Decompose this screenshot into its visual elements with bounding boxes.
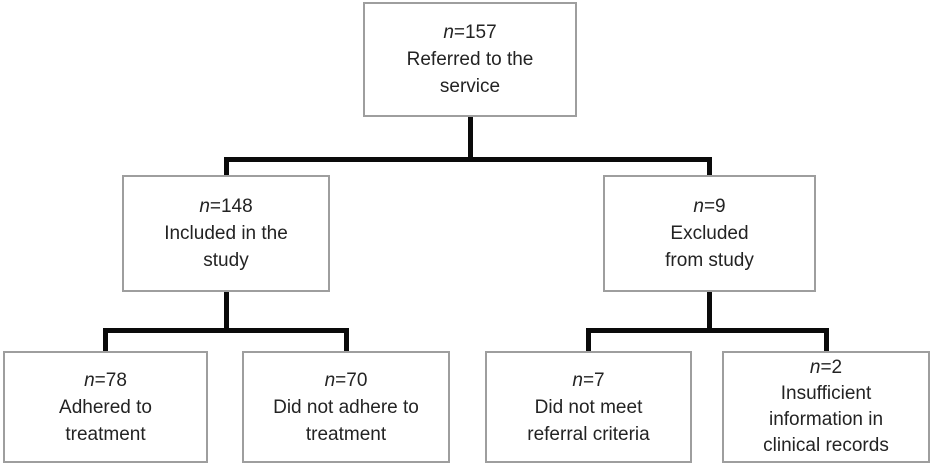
node-label-line: Included in the (164, 223, 288, 244)
n-symbol: n (809, 357, 821, 378)
connector-level1-bar (224, 157, 712, 162)
connector-drop-included (224, 157, 229, 175)
node-label-line: Insufficient (780, 383, 872, 404)
flow-node-adhered: n=78 Adhered to treatment (3, 351, 208, 463)
connector-drop-adhered (103, 328, 108, 351)
flow-node-not-meet-criteria: n=7 Did not meet referral criteria (485, 351, 692, 463)
flow-node-excluded: n=9 Excluded from study (603, 175, 816, 292)
connector-right-branch-bar (586, 328, 829, 333)
count-value: =70 (335, 369, 368, 391)
node-label-line: Excluded (670, 223, 749, 244)
n-symbol: n (199, 196, 210, 217)
count-value: =148 (209, 196, 253, 217)
node-label-line: Did not adhere to (273, 396, 419, 418)
node-label-line: study (203, 250, 249, 271)
connector-referred-stem (468, 117, 473, 162)
connector-drop-not-adhered (344, 328, 349, 351)
count-line: n=70 (325, 367, 368, 394)
count-line: n=78 (84, 367, 127, 394)
count-value: =157 (453, 22, 497, 43)
n-symbol: n (693, 196, 704, 217)
node-label-line: Referred to the (406, 49, 534, 70)
count-value: =7 (582, 369, 605, 391)
count-line: n=148 (199, 193, 252, 220)
node-label-line: treatment (65, 423, 146, 445)
count-value: =2 (820, 357, 843, 378)
connector-drop-insufficient (824, 328, 829, 351)
connector-drop-excluded (707, 157, 712, 175)
connector-drop-not-meet (586, 328, 591, 351)
count-line: n=7 (572, 367, 604, 394)
flow-node-not-adhered: n=70 Did not adhere to treatment (242, 351, 450, 463)
node-label-line: referral criteria (527, 423, 650, 445)
n-symbol: n (443, 22, 454, 43)
count-line: n=2 (810, 355, 842, 381)
count-value: =78 (94, 369, 127, 391)
node-label-line: treatment (305, 423, 387, 445)
connector-left-branch-bar (103, 328, 349, 333)
n-symbol: n (84, 369, 95, 391)
flow-node-included: n=148 Included in the study (122, 175, 330, 292)
connector-included-stem (224, 292, 229, 333)
node-label-line: information in (768, 409, 884, 430)
n-symbol: n (572, 369, 583, 391)
count-line: n=157 (443, 19, 496, 46)
node-label-line: Adhered to (59, 396, 152, 418)
node-label-line: Did not meet (534, 396, 643, 418)
flow-node-insufficient-info: n=2 Insufficient information in clinical… (722, 351, 930, 463)
node-label-line: clinical records (763, 435, 889, 456)
node-label-line: from study (665, 250, 754, 271)
node-label-line: service (439, 76, 501, 97)
count-value: =9 (703, 196, 726, 217)
connector-excluded-stem (707, 292, 712, 333)
n-symbol: n (324, 369, 336, 391)
flow-node-referred: n=157 Referred to the service (363, 2, 577, 117)
count-line: n=9 (693, 193, 725, 220)
